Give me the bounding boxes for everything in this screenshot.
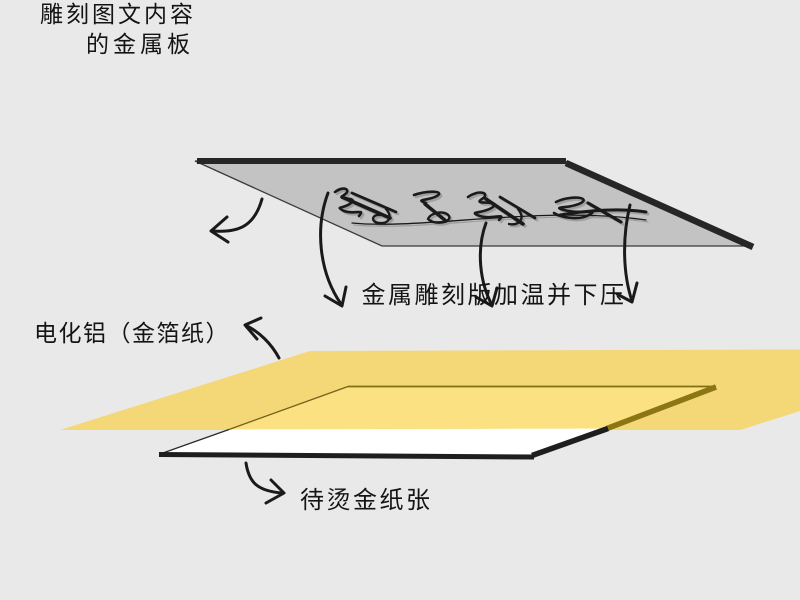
paper-sheet [158, 384, 717, 460]
annotation-arrows [209, 191, 639, 505]
paper-bottom-edge [158, 452, 535, 460]
arrow-press-middle [474, 221, 499, 308]
paper-face [160, 428, 607, 456]
arrow-press-left [319, 191, 348, 308]
label-engraved-plate: 雕刻图文内容 的金属板 [0, 0, 196, 60]
paper-under-foil [229, 386, 716, 430]
engraved-metal-plate [194, 158, 755, 250]
paper-left-edge-lower [159, 428, 230, 455]
label-engraved-plate-line1: 雕刻图文内容 [40, 2, 196, 27]
label-engraved-plate-line2: 的金属板 [86, 32, 194, 57]
arrow-press-right [615, 203, 639, 304]
label-target-paper: 待烫金纸张 [300, 488, 433, 514]
metal-plate-right-edge [564, 160, 755, 250]
metal-plate-face [194, 160, 753, 247]
label-gold-foil: 电化铝（金箔纸） [34, 321, 230, 346]
paper-left-edge-upper [228, 385, 349, 431]
paper-right-edge [531, 425, 609, 459]
paper-right-edge-under-foil [606, 384, 717, 432]
label-press-action: 金属雕刻版加温并下压 [361, 283, 627, 309]
arrow-to-foil-label [243, 316, 281, 360]
arrow-to-plate-label [209, 197, 264, 244]
arrow-to-paper-label [244, 461, 286, 505]
